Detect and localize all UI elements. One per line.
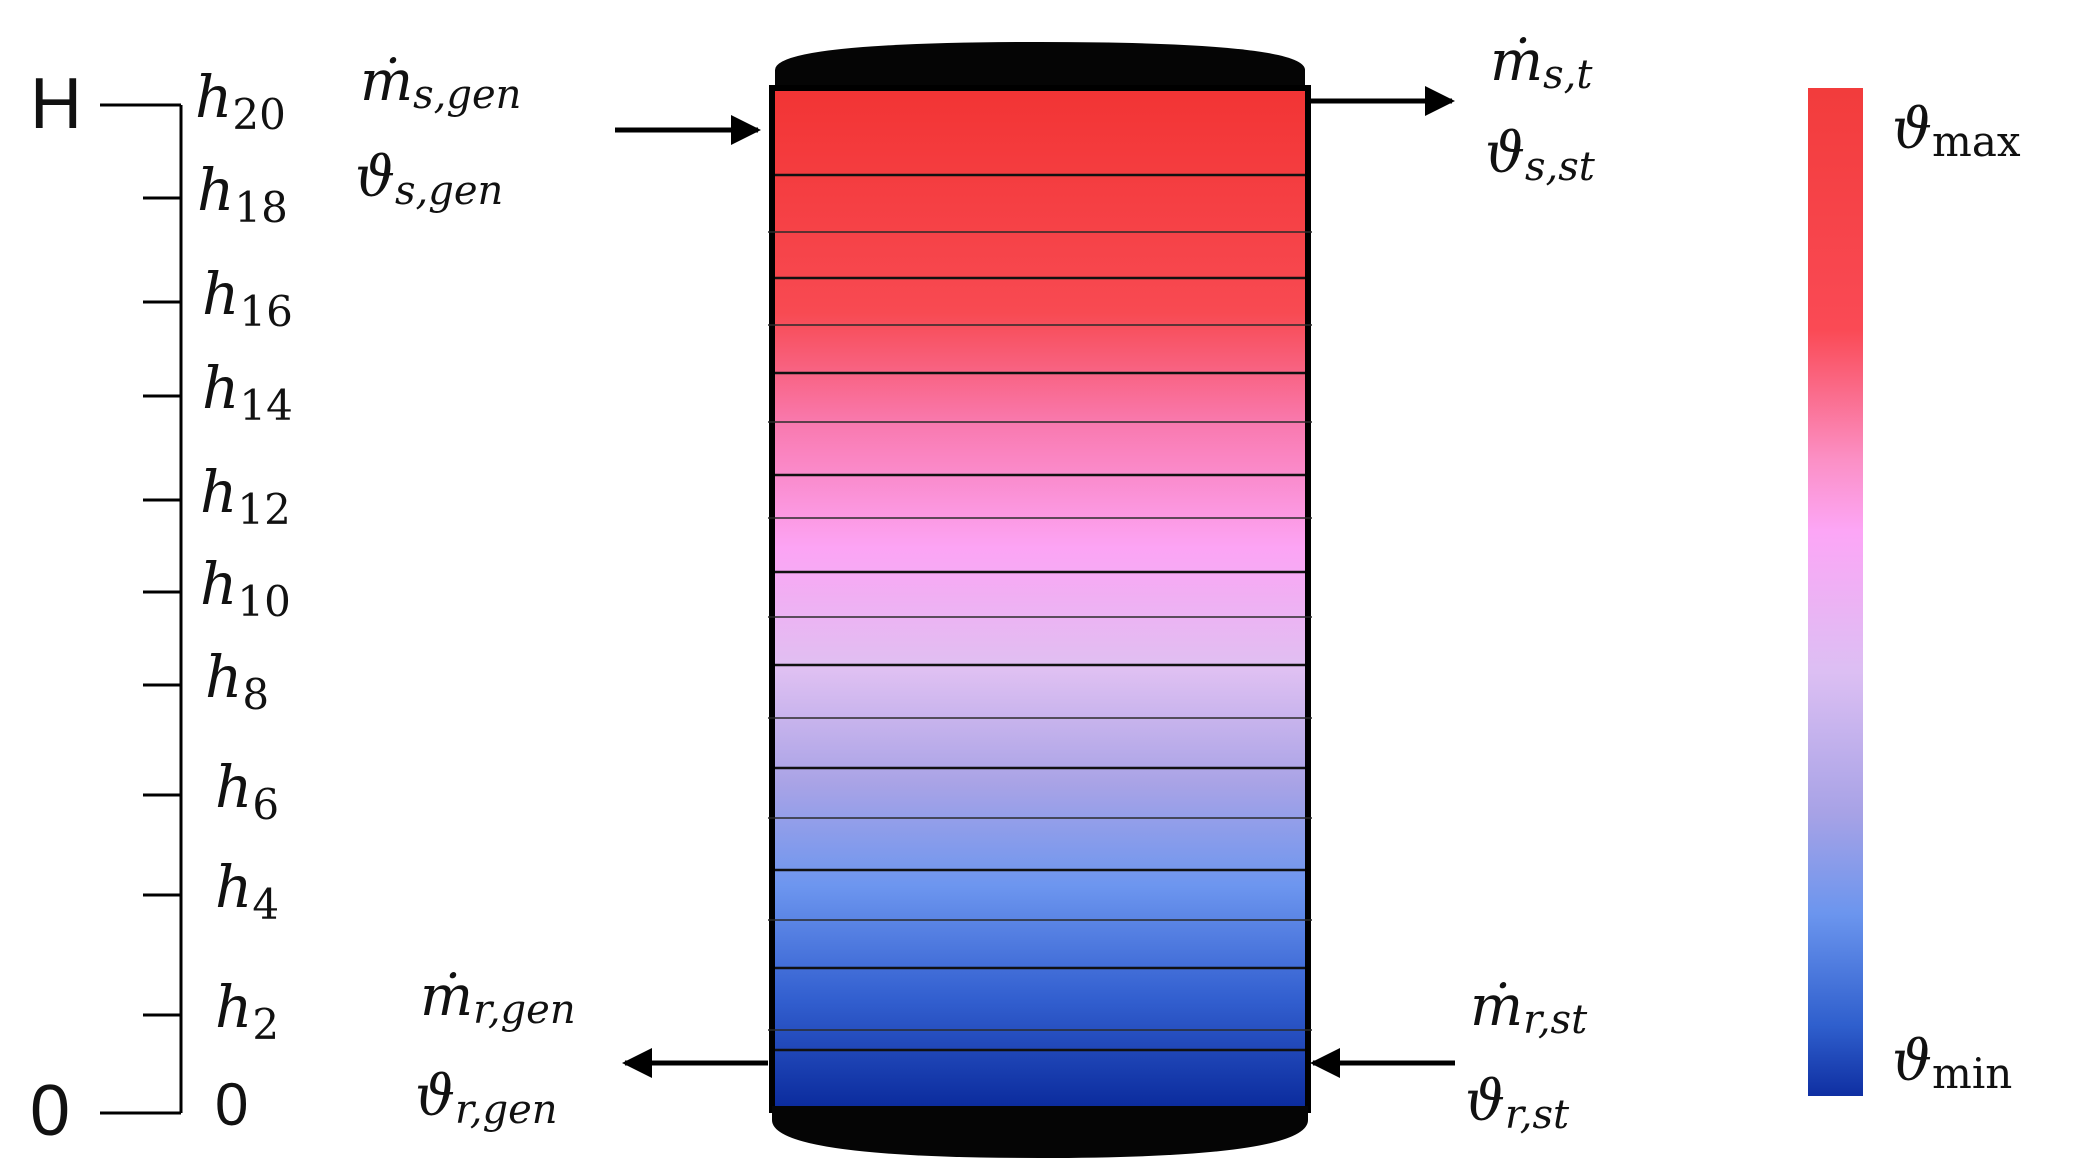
axis-tick-label: h4 [215, 853, 279, 929]
storage-tank [768, 42, 1312, 1158]
axis-tick-label: h6 [215, 753, 279, 829]
supply-gen-labels: ṁs,gen ϑs,gen [355, 49, 521, 214]
axis-tick-label: h10 [200, 550, 291, 626]
tank-bottom-cap [772, 1106, 1308, 1158]
tank-body [769, 85, 1311, 1113]
return-gen-temp-label: ϑr,gen [415, 1064, 558, 1133]
axis-tick-label: h16 [202, 260, 293, 336]
colorbar-max-label: ϑmax [1892, 97, 2021, 166]
return-st-mass-label: ṁr,st [1470, 974, 1588, 1043]
colorbar-min-label: ϑmin [1892, 1029, 2012, 1098]
axis-bottom-label: 0 [30, 1071, 70, 1151]
supply-gen-temp-label: ϑs,gen [355, 145, 503, 214]
return-st-labels: ṁr,st ϑr,st [1465, 974, 1588, 1138]
axis-tick-label: 0 [215, 1071, 248, 1138]
supply-st-mass-label: ṁs,t [1490, 29, 1593, 98]
axis-tick-label: h2 [215, 973, 279, 1049]
return-st-temp-label: ϑr,st [1465, 1069, 1570, 1138]
axis-top-label: H [30, 64, 82, 144]
temperature-colorbar: ϑmax ϑmin [1808, 88, 2021, 1098]
supply-st-labels: ṁs,t ϑs,st [1485, 29, 1596, 190]
axis-tick-label: h20 [195, 63, 286, 139]
return-gen-labels: ṁr,gen ϑr,gen [415, 964, 576, 1133]
supply-gen-mass-label: ṁs,gen [360, 49, 521, 118]
axis-tick-label: h8 [205, 643, 269, 719]
axis-tick-label: h14 [202, 354, 293, 430]
tank-layer-lines [768, 173, 1312, 1052]
tank-top-cap [775, 42, 1305, 90]
axis-tick-label: h12 [200, 458, 291, 534]
colorbar-gradient [1808, 88, 1863, 1096]
axis-tick-label: h18 [197, 156, 288, 232]
return-gen-mass-label: ṁr,gen [420, 964, 576, 1033]
supply-st-temp-label: ϑs,st [1485, 121, 1596, 190]
